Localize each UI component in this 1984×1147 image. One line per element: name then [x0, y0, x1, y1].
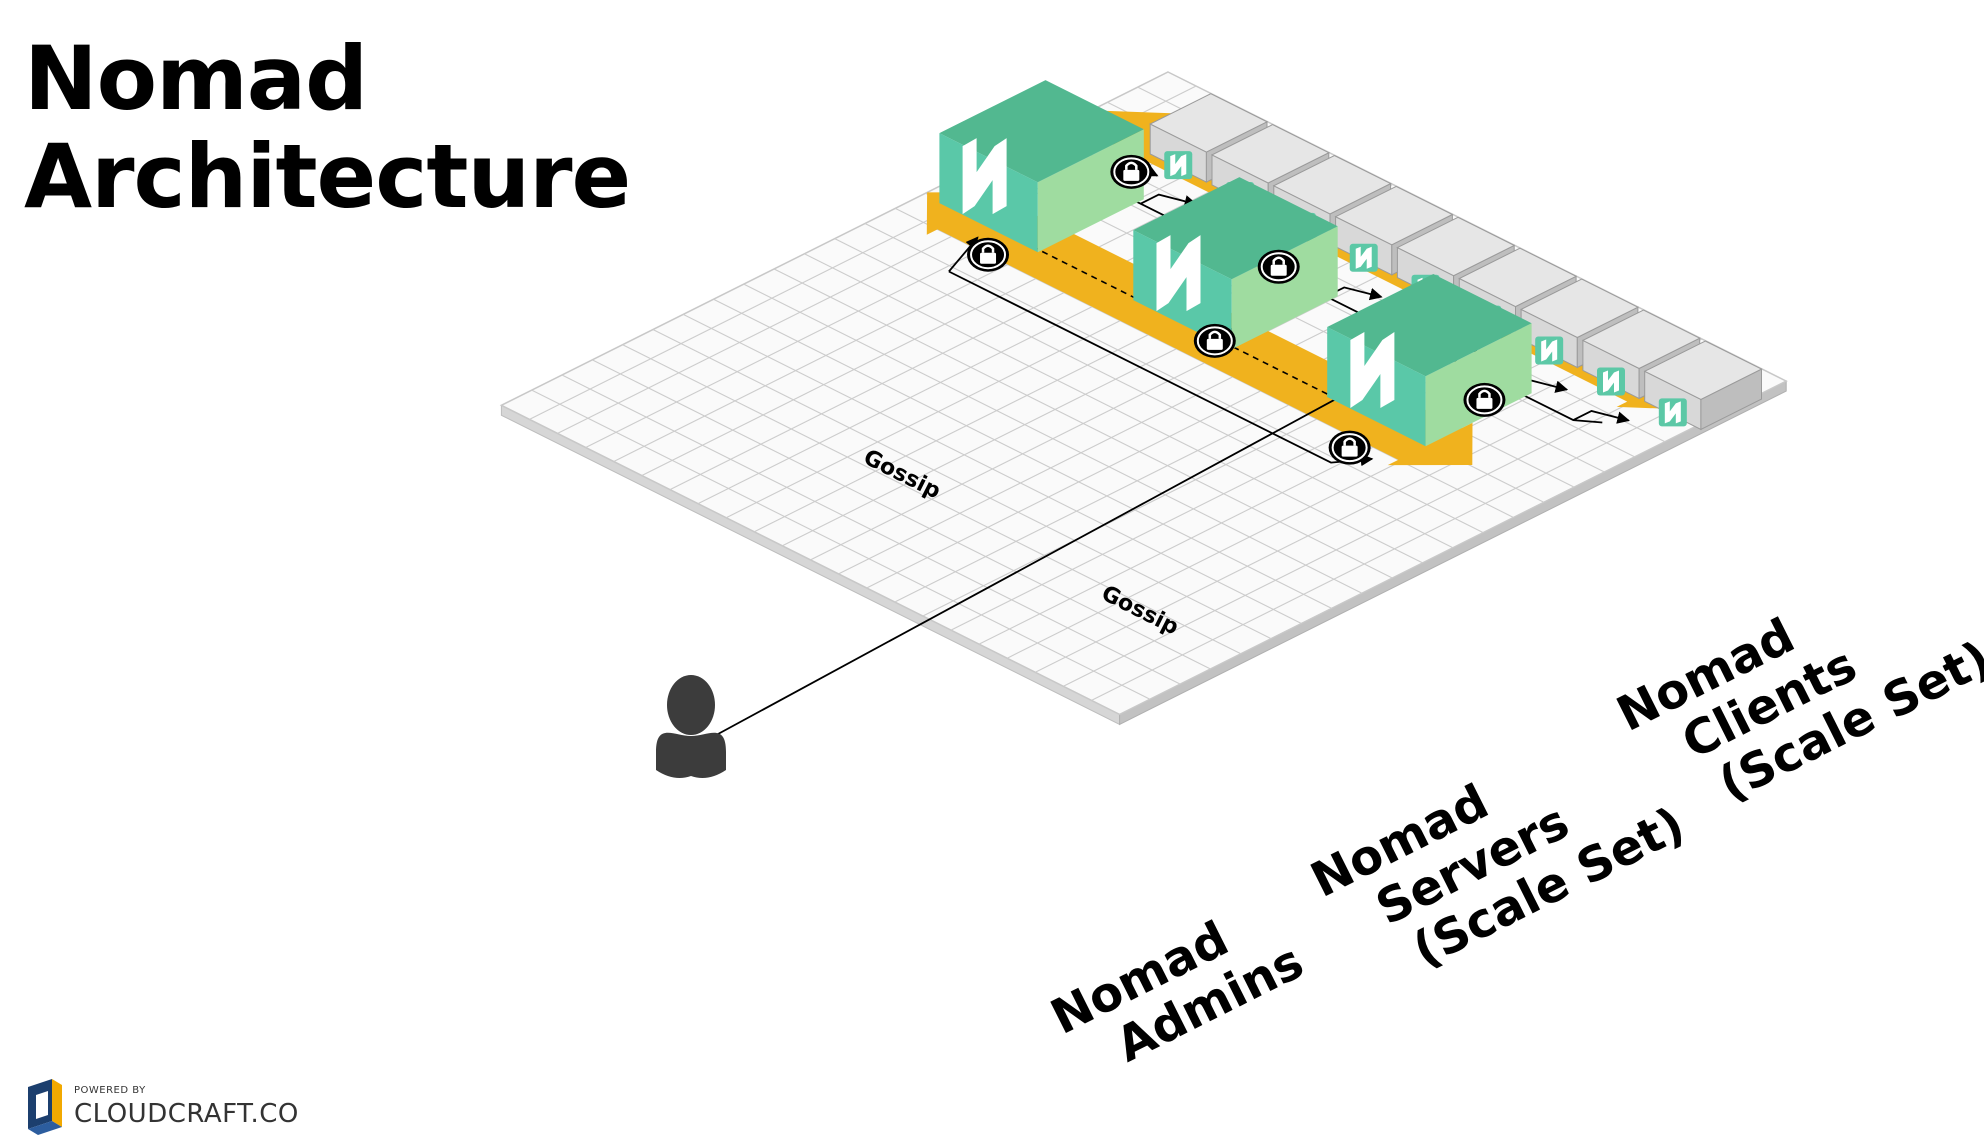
grid-line [561, 374, 1181, 685]
grid-line [1006, 324, 1675, 659]
powered-by-text: POWERED BY [74, 1085, 146, 1096]
title-line-2: Architecture [24, 125, 631, 228]
zone-label-servers: Nomad Servers (Scale Set) [1302, 774, 1693, 979]
grid-line [652, 329, 1272, 640]
nomad-logo-icon [1658, 398, 1687, 427]
gossip-link-2 [1223, 341, 1387, 425]
grid-line [682, 313, 1302, 624]
nomad-logo-icon [962, 138, 1007, 215]
server-to-client-2 [1140, 193, 1198, 208]
grid-line [1063, 352, 1731, 687]
lock-icon [1328, 430, 1371, 465]
grid-line [743, 283, 1363, 594]
nomad-logo-icon [1156, 235, 1201, 312]
grid-line [834, 238, 1454, 549]
cloudcraft-logo-icon [28, 1079, 62, 1135]
nomad-logo-icon [1164, 151, 1193, 180]
cloudcraft-link[interactable]: CLOUDCRAFT.CO [74, 1099, 299, 1129]
lock-icon [1257, 249, 1300, 284]
grid-line [531, 389, 1151, 700]
admin-user-icon [656, 675, 726, 778]
nomad-clients [1149, 93, 1763, 431]
nomad-logo-icon [1350, 332, 1395, 409]
grid-line [622, 344, 1242, 655]
nomad-logo-icon [1349, 243, 1378, 272]
grid-line [1035, 338, 1703, 673]
lock-icon [967, 237, 1010, 272]
lock-icon [1463, 382, 1506, 417]
grid-line [804, 253, 1423, 564]
zone-label-admins: Nomad Admins [1042, 911, 1312, 1074]
nomad-logo-icon [1597, 367, 1625, 396]
lock-icons [967, 154, 1506, 465]
server-node-2 [1133, 177, 1338, 350]
grid-line [713, 298, 1332, 609]
lock-icon [1110, 154, 1153, 189]
nomad-logo-icon [1535, 336, 1564, 365]
admin-link [706, 388, 1355, 741]
client-node-9 [1643, 340, 1763, 431]
lock-icon [1193, 323, 1236, 358]
server-to-client-9 [1572, 410, 1630, 424]
zone-label-clients: Nomad Clients (Scale Set) [1608, 608, 1984, 813]
grid-line [773, 268, 1393, 579]
page-title: Nomad Architecture [24, 27, 631, 228]
grid-line [1091, 366, 1759, 701]
grid-line [978, 310, 1646, 645]
title-line-1: Nomad [24, 27, 368, 130]
grid-line [592, 359, 1211, 670]
